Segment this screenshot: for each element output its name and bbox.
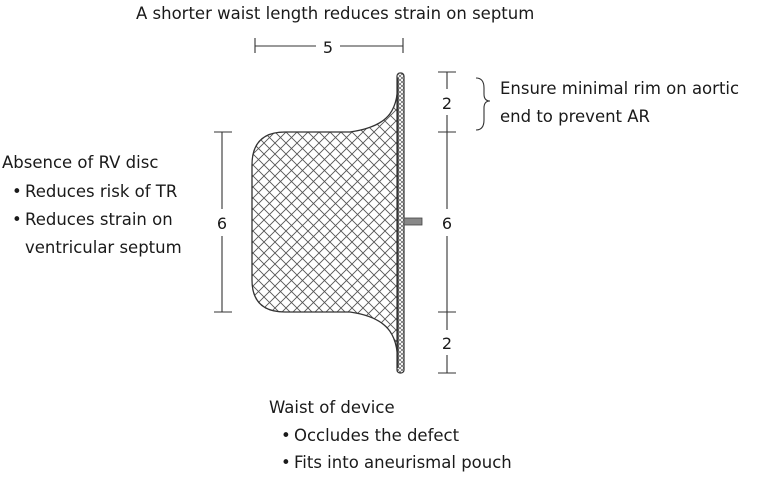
rim-note-line1: Ensure minimal rim on aortic [500, 79, 739, 98]
top-note: A shorter waist length reduces strain on… [136, 4, 534, 23]
waist-length-dimension: 5 [254, 38, 404, 57]
rv-disc-bullet-1: Reduces risk of TR [25, 182, 177, 201]
waist-note-title: Waist of device [269, 398, 395, 417]
device-disc [396, 72, 405, 374]
occluder-device [251, 72, 423, 374]
rv-disc-title: Absence of RV disc [2, 153, 158, 172]
disc-dimension: 2 6 2 [438, 71, 456, 374]
disc-upper-label: 2 [442, 94, 452, 113]
rv-disc-bullet-2-cont: ventricular septum [25, 238, 182, 257]
device-waist [251, 77, 399, 369]
rv-disc-bullet-2: Reduces strain on [25, 210, 173, 229]
waist-bullet-2: Fits into aneurismal pouch [294, 453, 512, 472]
rv-disc-bullet-1-marker: • [12, 182, 22, 201]
disc-lower-label: 2 [442, 334, 452, 353]
waist-bullet-2-marker: • [281, 453, 291, 472]
disc-middle-label: 6 [442, 214, 452, 233]
waist-bullet-1: Occludes the defect [294, 426, 460, 445]
waist-length-label: 5 [323, 38, 333, 57]
waist-height-label: 6 [217, 214, 227, 233]
rv-disc-bullet-2-marker: • [12, 210, 22, 229]
rim-note-line2: end to prevent AR [500, 107, 650, 126]
waist-height-dimension: 6 [214, 131, 232, 313]
rim-brace [475, 77, 491, 131]
device-hub [403, 217, 423, 226]
waist-bullet-1-marker: • [281, 426, 291, 445]
rv-disc-note: Absence of RV disc • Reduces risk of TR … [2, 153, 182, 257]
waist-note: Waist of device • Occludes the defect • … [269, 398, 512, 472]
